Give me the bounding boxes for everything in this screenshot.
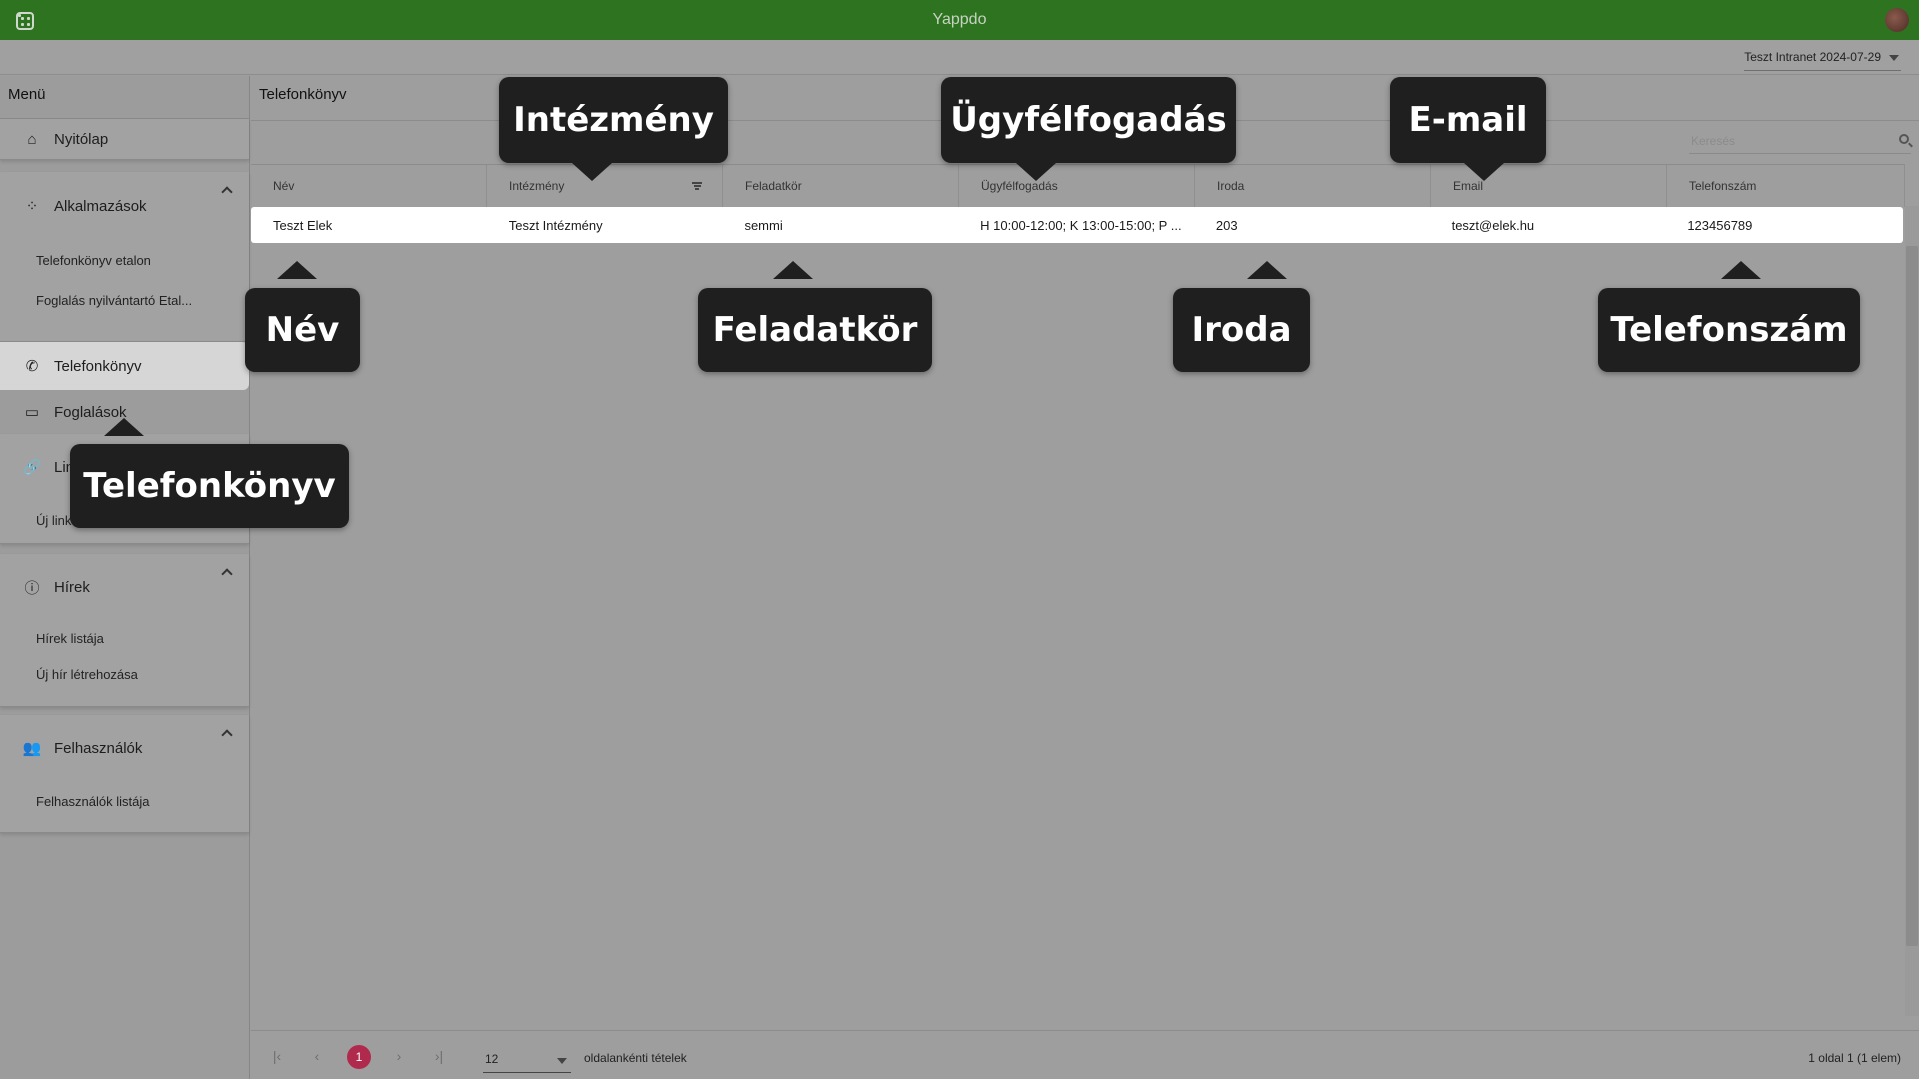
sidebar-group-apps[interactable]: ⁘ Alkalmazások [0, 172, 249, 240]
organization-select-value: Teszt Intranet 2024-07-29 [1744, 50, 1881, 64]
page-button-current[interactable]: 1 [347, 1045, 371, 1069]
callout-phonebook: Telefonkönyv [70, 444, 349, 528]
menu-header: Menü [0, 76, 249, 119]
sidebar-item-booking-etalon[interactable]: Foglalás nyilvántartó Etal... [36, 292, 193, 308]
per-page-label: oldalankénti tételek [584, 1051, 687, 1065]
callout-role: Feladatkör [698, 288, 932, 372]
prev-page-icon[interactable]: ‹ [314, 1048, 320, 1064]
scrollbar-thumb[interactable] [1906, 246, 1918, 946]
sidebar-group-users[interactable]: 👥 Felhasználók [0, 715, 249, 781]
callout-reception: Ügyfélfogadás [941, 77, 1236, 163]
sidebar-item-bookings[interactable]: ▭ Foglalások [0, 390, 249, 434]
callout-arrow [773, 261, 813, 279]
chevron-up-icon[interactable] [221, 186, 233, 198]
apps-grid-icon[interactable] [16, 12, 34, 30]
page-title: Telefonkönyv [259, 86, 347, 103]
callout-institution: Intézmény [499, 77, 728, 163]
sidebar-item-phonebook-etalon[interactable]: Telefonkönyv etalon [36, 252, 151, 268]
user-avatar[interactable] [1885, 8, 1909, 32]
sidebar-item-users-list[interactable]: Felhasználók listája [36, 793, 150, 809]
vertical-scrollbar[interactable] [1905, 206, 1919, 1016]
page-info: 1 oldal 1 (1 elem) [1808, 1051, 1901, 1065]
home-icon: ⌂ [27, 130, 37, 148]
top-bar: Yappdo [0, 0, 1919, 40]
search-input[interactable]: Keresés [1689, 128, 1911, 154]
cell-name: Teszt Elek [273, 218, 333, 233]
link-icon: 🔗 [22, 459, 42, 476]
sidebar: Menü ⌂ Nyitólap ⁘ Alkalmazások Telefonkö… [0, 76, 250, 1079]
sidebar-item-news-list[interactable]: Hírek listája [36, 630, 104, 646]
users-card: 👥 Felhasználók Felhasználók listája [0, 715, 249, 833]
cell-office: 203 [1215, 218, 1238, 233]
sidebar-group-label: Felhasználók [54, 739, 143, 757]
callout-arrow [277, 261, 317, 279]
news-card: ⓘ Hírek Hírek listája Új hír létrehozása [0, 554, 249, 707]
chevron-up-icon[interactable] [221, 568, 233, 580]
sub-bar: Teszt Intranet 2024-07-29 [0, 40, 1919, 75]
apps-icon: ⁘ [25, 198, 39, 215]
callout-arrow [104, 418, 144, 436]
main-content: Telefonkönyv Keresés Név Intézmény Felad… [251, 76, 1919, 1079]
cell-email: teszt@elek.hu [1451, 218, 1535, 233]
sidebar-item-label: Nyitólap [54, 130, 109, 148]
callout-arrow [1016, 163, 1056, 181]
sidebar-item-home[interactable]: ⌂ Nyitólap [0, 119, 249, 159]
pagination-bar: |‹ ‹ 1 › ›| 12 oldalankénti tételek 1 ol… [251, 1030, 1919, 1079]
column-header-name[interactable]: Név [251, 165, 487, 207]
sidebar-group-label: Hírek [54, 578, 90, 596]
phone-icon: ✆ [25, 358, 39, 375]
callout-name: Név [245, 288, 360, 372]
callout-office: Iroda [1173, 288, 1310, 372]
info-icon: ⓘ [24, 579, 40, 597]
column-header-institution[interactable]: Intézmény [487, 165, 723, 207]
chevron-down-icon [557, 1058, 567, 1064]
sidebar-item-phonebook[interactable]: ✆ Telefonkönyv [0, 342, 249, 390]
chevron-down-icon [1889, 55, 1899, 61]
column-header-role[interactable]: Feladatkör [723, 165, 959, 207]
chevron-up-icon[interactable] [221, 729, 233, 741]
last-page-icon[interactable]: ›| [434, 1048, 444, 1064]
callout-arrow [1247, 261, 1287, 279]
per-page-value: 12 [485, 1052, 499, 1066]
per-page-select[interactable]: 12 [483, 1047, 571, 1073]
search-placeholder: Keresés [1691, 134, 1736, 148]
callout-arrow [1464, 163, 1504, 181]
column-header-reception[interactable]: Ügyfélfogadás [959, 165, 1195, 207]
table-row[interactable]: Teszt Elek Teszt Intézmény semmi H 10:00… [251, 207, 1903, 243]
sidebar-group-label: Alkalmazások [54, 197, 147, 215]
first-page-icon[interactable]: |‹ [272, 1048, 282, 1064]
cell-reception: H 10:00-12:00; K 13:00-15:00; P ... [980, 218, 1182, 233]
callout-phone: Telefonszám [1598, 288, 1860, 372]
sidebar-group-news[interactable]: ⓘ Hírek [0, 554, 249, 620]
sidebar-item-label: Foglalások [54, 403, 127, 421]
app-title: Yappdo [932, 11, 987, 28]
column-header-phone[interactable]: Telefonszám [1667, 165, 1905, 207]
sidebar-item-new-news[interactable]: Új hír létrehozása [36, 666, 138, 682]
cell-institution: Teszt Intézmény [508, 218, 603, 233]
home-card: ⌂ Nyitólap [0, 119, 249, 160]
apps-card: ⁘ Alkalmazások Telefonkönyv etalon Fogla… [0, 172, 249, 342]
search-icon [1899, 134, 1909, 144]
callout-arrow [572, 163, 612, 181]
sidebar-item-label: Telefonkönyv [54, 357, 142, 375]
column-header-email[interactable]: Email [1431, 165, 1667, 207]
cell-role: semmi [744, 218, 783, 233]
callout-email: E-mail [1390, 77, 1546, 163]
next-page-icon[interactable]: › [396, 1048, 402, 1064]
callout-arrow [1721, 261, 1761, 279]
calendar-icon: ▭ [24, 404, 40, 421]
table-header: Név Intézmény Feladatkör Ügyfélfogadás I… [251, 164, 1905, 207]
column-header-label: Intézmény [509, 179, 565, 193]
cell-phone: 123456789 [1687, 218, 1753, 233]
users-icon: 👥 [22, 740, 42, 757]
filter-icon[interactable] [692, 182, 702, 190]
column-header-office[interactable]: Iroda [1195, 165, 1431, 207]
organization-select[interactable]: Teszt Intranet 2024-07-29 [1744, 47, 1901, 71]
